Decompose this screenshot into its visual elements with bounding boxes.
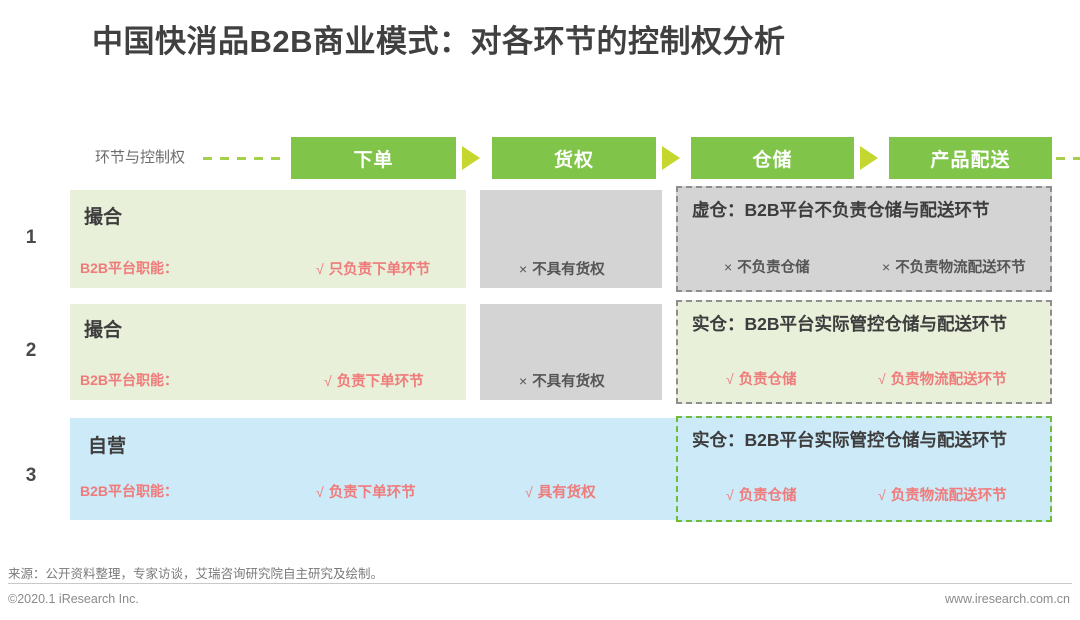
row-2-warehouse-title: 实仓：B2B平台实际管控仓储与配送环节 <box>692 314 1008 334</box>
row-2-function-label: B2B平台职能： <box>80 372 179 388</box>
website-url: www.iresearch.com.cn <box>944 592 1070 606</box>
stage-box-delivery[interactable]: 产品配送 <box>889 137 1052 179</box>
copyright-text: ©2020.1 iResearch Inc. <box>8 592 139 606</box>
check-icon: √ <box>726 371 734 387</box>
row-1-ownership-tag: ×不具有货权 <box>519 261 605 278</box>
row-1-mode-title: 撮合 <box>84 207 123 228</box>
stage-box-order[interactable]: 下单 <box>291 137 456 179</box>
stage-box-ownership[interactable]: 货权 <box>492 137 656 179</box>
row-2-warehouse-box: 实仓：B2B平台实际管控仓储与配送环节 √负责仓储 √负责物流配送环节 <box>676 300 1052 404</box>
page-title: 中国快消品B2B商业模式：对各环节的控制权分析 <box>92 24 786 59</box>
stage-box-warehouse[interactable]: 仓储 <box>691 137 854 179</box>
row-1-ownership-panel <box>480 190 662 288</box>
row-number-2: 2 <box>25 340 37 361</box>
row-number-1: 1 <box>25 227 37 248</box>
check-icon: √ <box>316 261 324 277</box>
row-1-function-label: B2B平台职能： <box>80 260 179 276</box>
process-flow-header: 环节与控制权 下单 货权 仓储 产品配送 <box>0 137 1080 179</box>
row-1-warehouse-title: 虚仓：B2B平台不负责仓储与配送环节 <box>692 200 990 220</box>
row-2-ownership-tag: ×不具有货权 <box>519 373 605 390</box>
row-1-order-panel <box>70 190 466 288</box>
row-3-function-label: B2B平台职能： <box>80 483 179 499</box>
check-icon: √ <box>878 371 886 387</box>
row-2-warehouse-tag: √负责仓储 <box>726 371 797 388</box>
row-1-delivery-tag: ×不负责物流配送环节 <box>882 259 1026 276</box>
row-3-warehouse-tag: √负责仓储 <box>726 487 797 504</box>
row-3-mode-title: 自营 <box>88 436 127 457</box>
row-3-warehouse-box: 实仓：B2B平台实际管控仓储与配送环节 √负责仓储 √负责物流配送环节 <box>676 416 1052 522</box>
cross-icon: × <box>882 259 891 275</box>
row-2-order-tag: √负责下单环节 <box>324 373 424 390</box>
cross-icon: × <box>724 259 733 275</box>
check-icon: √ <box>726 487 734 503</box>
check-icon: √ <box>878 487 886 503</box>
row-3-warehouse-title: 实仓：B2B平台实际管控仓储与配送环节 <box>692 430 1008 450</box>
row-3-ownership-tag: √具有货权 <box>525 484 596 501</box>
right-arrow-icon <box>462 146 480 170</box>
flow-row-label: 环节与控制权 <box>95 149 186 166</box>
row-2-ownership-panel <box>480 304 662 400</box>
right-arrow-icon <box>860 146 878 170</box>
row-3-order-tag: √负责下单环节 <box>316 484 416 501</box>
row-1-order-tag: √只负责下单环节 <box>316 261 431 278</box>
dashed-line-icon <box>203 157 283 160</box>
cross-icon: × <box>519 373 528 389</box>
row-number-3: 3 <box>25 465 37 486</box>
row-2-delivery-tag: √负责物流配送环节 <box>878 371 1007 388</box>
dashed-line-icon <box>1056 157 1080 160</box>
row-1-warehouse-tag: ×不负责仓储 <box>724 259 810 276</box>
check-icon: √ <box>525 484 533 500</box>
check-icon: √ <box>316 484 324 500</box>
footer-divider <box>8 583 1072 584</box>
row-2-mode-title: 撮合 <box>84 320 123 341</box>
row-3-delivery-tag: √负责物流配送环节 <box>878 487 1007 504</box>
row-1-warehouse-box: 虚仓：B2B平台不负责仓储与配送环节 ×不负责仓储 ×不负责物流配送环节 <box>676 186 1052 292</box>
source-note: 来源：公开资料整理，专家访谈，艾瑞咨询研究院自主研究及绘制。 <box>8 567 384 581</box>
right-arrow-icon <box>662 146 680 170</box>
cross-icon: × <box>519 261 528 277</box>
check-icon: √ <box>324 373 332 389</box>
row-2-order-panel <box>70 304 466 400</box>
